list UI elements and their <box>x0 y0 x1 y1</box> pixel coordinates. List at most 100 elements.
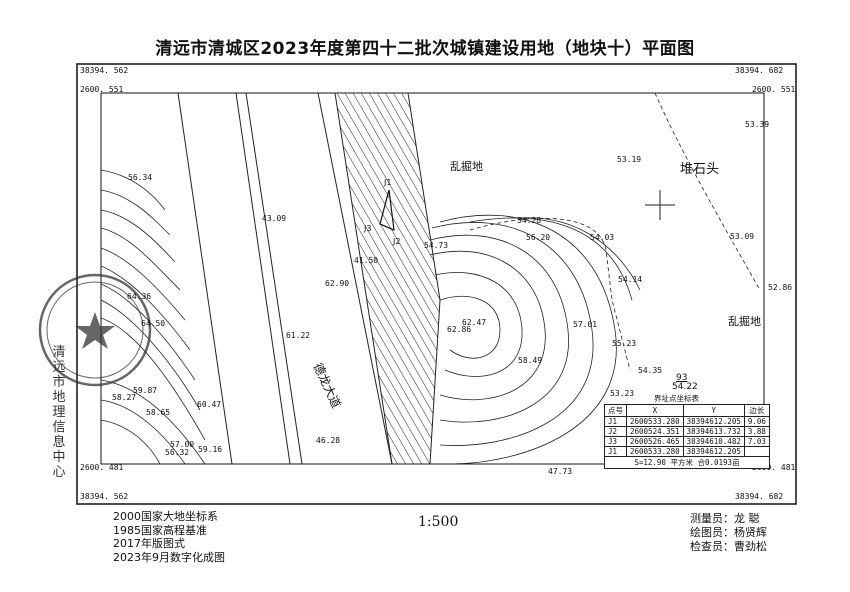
road-edge <box>177 93 233 464</box>
label-duishitou: 堆石头 <box>680 162 720 177</box>
footer-line: 1985国家高程基准 <box>113 523 207 537</box>
drafter: 绘图员：杨贤辉 <box>690 526 767 539</box>
outer-frame <box>76 63 797 505</box>
table-cell: 38394612.205 <box>682 416 745 427</box>
elevation-label: 61.22 <box>286 331 311 340</box>
corner-top-left-y: 2600. 551 <box>80 85 124 94</box>
elevation-label: 62.90 <box>325 279 350 288</box>
road-edge <box>245 93 303 464</box>
table-cell: 2600533.280 <box>626 416 684 427</box>
table-row: J1 2600533.280 38394612.205 9.06 <box>604 416 770 427</box>
elevation-label: 46.28 <box>316 436 341 445</box>
parcel-triangle <box>379 189 395 231</box>
table-cell: J3 <box>604 436 627 447</box>
corner-bottom-left-y: 2600. 481 <box>80 463 124 472</box>
elevation-label: 56.20 <box>526 233 551 242</box>
official-stamp <box>38 273 152 387</box>
corner-top-right-x: 38394. 682 <box>735 66 784 75</box>
elevation-label: 55.23 <box>612 339 637 348</box>
elevation-label: 54.73 <box>424 241 449 250</box>
elevation-label: 58.65 <box>146 408 171 417</box>
elevation-label: 54.35 <box>638 366 663 375</box>
elevation-label: 53.09 <box>730 232 755 241</box>
footer-left-info: 2000国家大地坐标系 1985国家高程基准 2017年版图式 2023年9月数… <box>113 510 225 564</box>
elevation-label: 62.86 <box>447 325 472 334</box>
table-cell <box>743 446 770 457</box>
table-cell: 7.03 <box>743 436 770 447</box>
boundary-dash <box>469 217 631 371</box>
map-content <box>101 93 761 464</box>
table-cell: 3.88 <box>743 426 770 437</box>
label-j2: J2 <box>393 237 401 246</box>
elevation-label: 59.87 <box>133 386 158 395</box>
elevation-label: 54.03 <box>590 233 615 242</box>
inspector: 检查员：曹劲松 <box>690 540 767 553</box>
elevation-label: 54.14 <box>618 275 643 284</box>
area-summary: S=12.90 平方米 合0.0193亩 <box>604 456 770 469</box>
elevation-label: 53.19 <box>617 155 642 164</box>
table-header: X <box>626 404 684 417</box>
table-row: J2 2600524.351 38394613.732 3.88 <box>604 426 770 437</box>
table-header: 边长 <box>743 404 770 417</box>
corner-top-right-y: 2600. 551 <box>752 85 796 94</box>
table-header: 点号 <box>604 404 627 417</box>
elevation-label: 60.47 <box>197 400 222 409</box>
elevation-label: 58.27 <box>112 393 137 402</box>
elevation-label: 52.86 <box>768 283 793 292</box>
elevation-label: 57.00 <box>170 440 195 449</box>
map-scale: 1:500 <box>418 514 459 530</box>
elevation-label: 64.36 <box>127 292 152 301</box>
elevation-label: 47.73 <box>548 467 573 476</box>
stamp-vertical-text: 清远市地理信息中心 <box>52 345 66 480</box>
label-luanjuedi-top: 乱掘地 <box>450 160 483 173</box>
label-parcel-num: 93 <box>676 373 688 383</box>
table-cell: 9.06 <box>743 416 770 427</box>
table-row: J1 2600533.280 38394612.205 <box>604 446 770 457</box>
contours-left <box>101 169 206 464</box>
elevation-label: 43.09 <box>262 214 287 223</box>
table-cell: 38394610.482 <box>682 436 745 447</box>
coord-table-title: 界址点坐标表 <box>654 394 699 403</box>
corner-bottom-left-x: 38394. 562 <box>80 492 129 501</box>
label-j3: J3 <box>364 224 372 233</box>
corner-top-left-x: 38394. 562 <box>80 66 129 75</box>
table-header-row: 点号 X Y 边长 <box>604 404 770 417</box>
label-j1: J1 <box>384 178 392 187</box>
corner-bottom-right-y: 2600. 481 <box>752 463 796 472</box>
table-cell: 38394612.205 <box>682 446 745 457</box>
elevation-label: 56.34 <box>128 173 153 182</box>
label-parcel-area: 54.22 <box>672 382 698 392</box>
table-cell: J1 <box>604 446 627 457</box>
table-cell: 2600526.465 <box>626 436 684 447</box>
table-cell: 2600533.280 <box>626 446 684 457</box>
elevation-label: 58.49 <box>518 356 543 365</box>
elevation-label: 56.32 <box>165 448 190 457</box>
slope-band <box>334 93 441 464</box>
table-cell: 38394613.732 <box>682 426 745 437</box>
elevation-label: 53.39 <box>745 120 770 129</box>
table-header: Y <box>682 404 745 417</box>
elevation-label: 54.28 <box>517 216 542 225</box>
inner-frame <box>100 92 765 465</box>
footer-right-staff: 测量员：龙 聪 绘图员：杨贤辉 检查员：曹劲松 <box>690 512 767 554</box>
road-edge <box>235 93 291 464</box>
boundary-dash <box>654 93 761 291</box>
elevation-label: 41.50 <box>354 256 379 265</box>
footer-line: 2023年9月数字化成图 <box>113 550 225 564</box>
elevation-label: 53.23 <box>610 389 635 398</box>
table-cell: J2 <box>604 426 627 437</box>
elevation-label: 62.47 <box>462 318 487 327</box>
footer-line: 2017年版图式 <box>113 537 185 550</box>
table-row: J3 2600526.465 38394610.482 7.03 <box>604 436 770 447</box>
elevation-label: 59.16 <box>198 445 223 454</box>
table-cell: 2600524.351 <box>626 426 684 437</box>
footer-line: 2000国家大地坐标系 <box>113 510 218 523</box>
grid-cross <box>645 190 675 220</box>
contours-right <box>429 214 641 464</box>
surveyor: 测量员：龙 聪 <box>690 512 760 525</box>
road-edge <box>317 93 393 464</box>
map-title: 清远市清城区2023年度第四十二批次城镇建设用地（地块十）平面图 <box>155 39 695 59</box>
elevation-label: 57.01 <box>573 320 598 329</box>
corner-bottom-right-x: 38394. 682 <box>735 492 784 501</box>
